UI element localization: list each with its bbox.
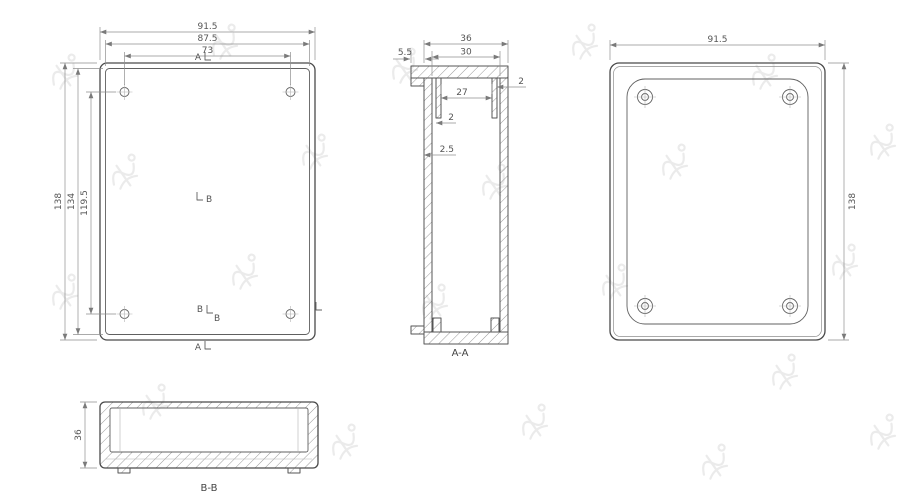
dim-label-back-height: 138 xyxy=(848,193,858,210)
dim-label-front-width-lid: 87.5 xyxy=(197,34,217,44)
front-view-outline xyxy=(99,62,316,341)
front-view: 91.5 87.5 73 138 134 119.5 A A B B B xyxy=(54,22,322,353)
dim-label-aa-skirt-right: 2 xyxy=(518,77,524,87)
dim-label-back-width: 91.5 xyxy=(707,35,727,45)
dim-label-aa-outer-width: 36 xyxy=(460,34,472,44)
front-view-dimensions: 91.5 87.5 73 138 134 119.5 xyxy=(54,22,316,341)
dim-label-front-height-lid: 134 xyxy=(67,193,77,210)
back-view: 91.5 138 xyxy=(609,35,858,341)
section-aa-hatched-walls xyxy=(410,65,509,345)
dim-label-aa-skirt-left: 2 xyxy=(448,113,454,123)
back-view-outline xyxy=(609,62,826,341)
section-bb-hatched-walls xyxy=(99,401,319,474)
dim-label-front-hole-span-v: 119.5 xyxy=(80,190,90,216)
section-aa-dimensions: 36 30 5.5 27 2 2 2.5 xyxy=(393,34,526,158)
section-marker-a-bottom: A xyxy=(195,343,202,353)
section-aa-view: 36 30 5.5 27 2 2 2.5 A-A xyxy=(393,34,526,359)
back-view-dimensions: 91.5 138 xyxy=(609,35,858,341)
dim-label-aa-lip: 5.5 xyxy=(398,48,412,58)
dim-label-front-height-outer: 138 xyxy=(54,193,64,210)
section-aa-title: A-A xyxy=(452,348,469,359)
dim-label-aa-wall: 2.5 xyxy=(440,145,454,155)
dim-label-aa-inner-width: 30 xyxy=(460,48,472,58)
dim-label-bb-depth: 36 xyxy=(74,429,84,441)
dim-label-aa-cavity: 27 xyxy=(456,88,467,98)
back-view-screw-bosses xyxy=(634,86,801,317)
section-marker-b-low2: B xyxy=(214,314,220,324)
section-marker-b-low1: B xyxy=(197,305,203,315)
section-bb-dimensions: 36 xyxy=(74,401,97,469)
front-view-screw-holes xyxy=(116,84,299,322)
watermark-pattern xyxy=(44,22,900,484)
section-bb-view: 36 B-B xyxy=(74,401,319,494)
section-marker-b-mid: B xyxy=(206,195,212,205)
front-view-section-markers: A A B B B xyxy=(195,52,322,353)
section-marker-a-top: A xyxy=(195,53,202,63)
dim-label-front-hole-span-h: 73 xyxy=(202,46,213,56)
section-bb-title: B-B xyxy=(201,483,218,494)
dim-label-front-width-outer: 91.5 xyxy=(197,22,217,32)
